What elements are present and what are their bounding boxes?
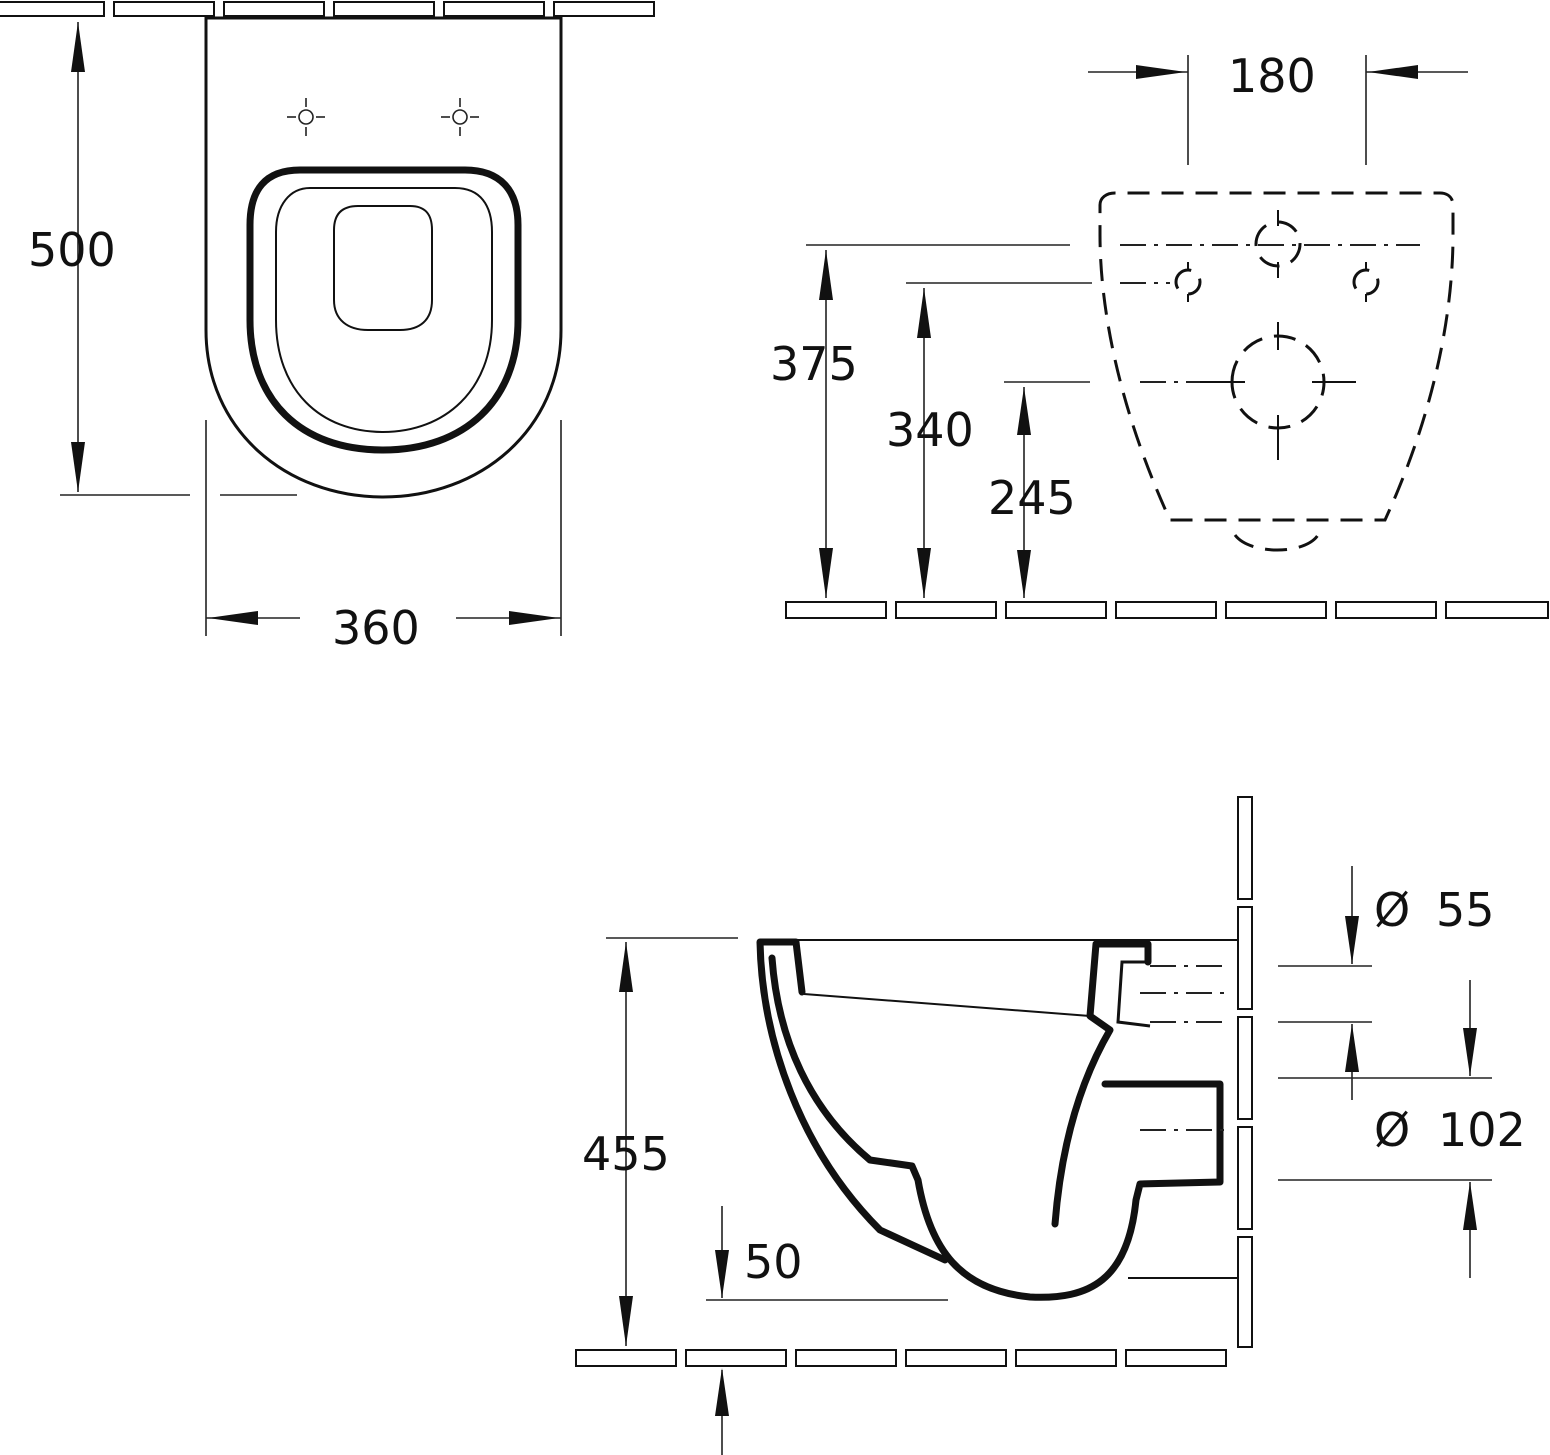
trapway: [1051, 940, 1152, 1228]
back-outline: [1098, 191, 1455, 522]
seat-inner: [275, 187, 493, 434]
side-view: 455 50 Ø 55: [575, 796, 1526, 1455]
dimension-label-width: 360: [332, 601, 420, 655]
fixing-hole-icon: [1352, 262, 1380, 302]
top-view-wall: [0, 1, 655, 17]
dimension-label-depth: 500: [28, 223, 116, 277]
dimension-label-fix-h2: 340: [886, 403, 974, 457]
dimension-fix-spacing: 180: [1088, 49, 1468, 165]
dimension-fix-h1: 375: [770, 244, 1070, 598]
fixing-hole-icon: [1174, 262, 1202, 302]
dimension-pipe-large: Ø 102: [1278, 980, 1526, 1278]
fixing-hole-icon: [441, 98, 479, 136]
top-view: 500 360: [0, 1, 655, 655]
dimension-height: 455: [582, 937, 738, 1346]
fixing-hole-icon: [1254, 210, 1302, 278]
bowl-shell: [756, 938, 949, 1264]
back-view: 180 375 340 245: [770, 49, 1549, 619]
side-view-floor: [575, 1349, 1227, 1367]
dimension-label-fix-h1: 375: [770, 337, 858, 391]
diameter-symbol: Ø: [1374, 1103, 1410, 1157]
fixing-hole-icon: [287, 98, 325, 136]
dimension-label-fix-h3: 245: [988, 471, 1076, 525]
bowl-inner-shell: [768, 954, 1224, 1301]
seat-outer: [246, 166, 522, 454]
inlet-spud: [1116, 960, 1151, 1028]
bowl-outline: [204, 16, 563, 499]
dimension-label-pipe-large: 102: [1438, 1103, 1526, 1157]
back-outlet-arc: [1233, 533, 1320, 552]
dimension-fix-h3: 245: [988, 381, 1090, 598]
outlet-hole-icon: [1200, 322, 1356, 460]
dimension-label-pipe-small: 55: [1436, 883, 1495, 937]
dimension-label-fix-spacing: 180: [1228, 49, 1316, 103]
dimension-label-offset: 50: [744, 1235, 803, 1289]
dimension-label-height: 455: [582, 1127, 670, 1181]
dimension-width: 360: [205, 420, 562, 655]
dimension-pipe-small: Ø 55: [1278, 866, 1495, 1100]
dimension-offset: 50: [706, 1206, 948, 1455]
back-view-floor: [785, 601, 1549, 619]
dimension-depth: 500: [28, 22, 297, 496]
dimension-fix-h2: 340: [886, 282, 1092, 598]
water-opening: [333, 205, 433, 331]
side-view-wall: [1237, 796, 1253, 1348]
diameter-symbol: Ø: [1374, 883, 1410, 937]
